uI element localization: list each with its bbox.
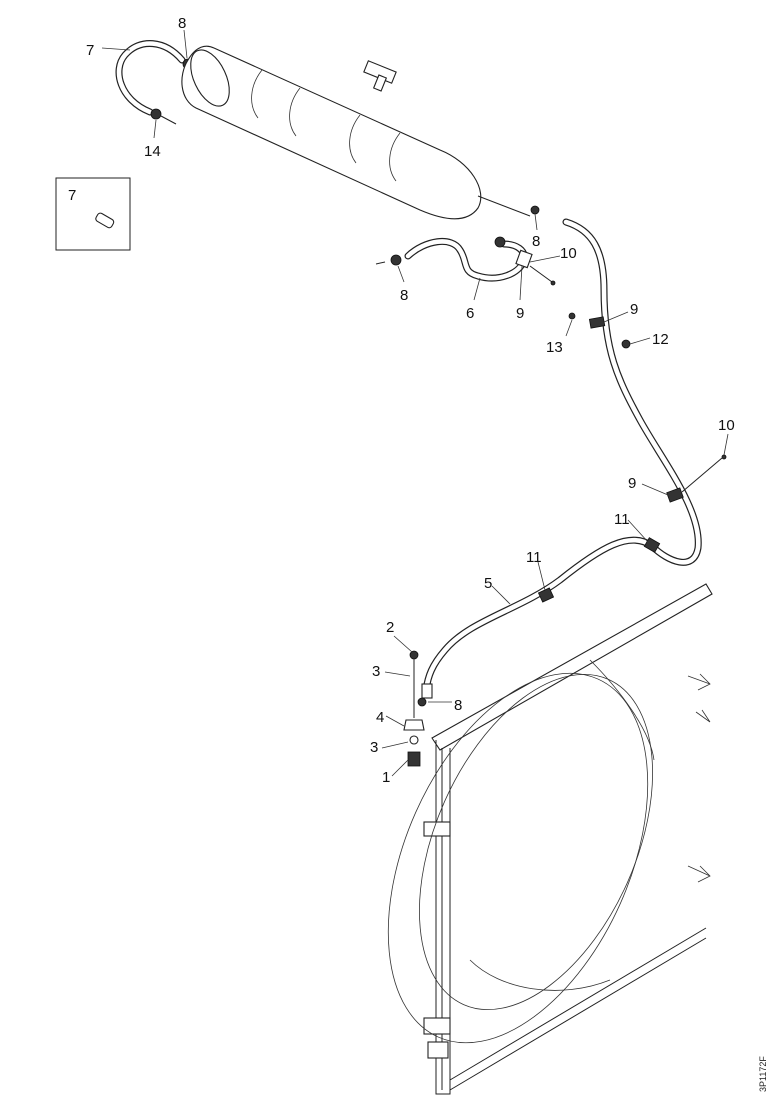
label-4: 4 xyxy=(376,709,384,726)
clamps-middle xyxy=(375,205,556,286)
hose-middle xyxy=(404,237,528,282)
label-9-right: 9 xyxy=(630,301,638,318)
label-11-right: 11 xyxy=(614,511,630,528)
label-8-top: 8 xyxy=(178,15,186,32)
hose-top-left xyxy=(115,40,186,116)
label-6: 6 xyxy=(466,305,474,322)
label-2: 2 xyxy=(386,619,394,636)
label-8-left: 8 xyxy=(400,287,408,304)
label-12: 12 xyxy=(652,331,669,348)
label-8-bottom: 8 xyxy=(454,697,462,714)
label-5: 5 xyxy=(484,575,492,592)
label-8-right: 8 xyxy=(532,233,540,250)
drawing-code: 3P1172F xyxy=(758,1056,768,1092)
label-3-top: 3 xyxy=(372,663,380,680)
inset-box xyxy=(55,177,131,251)
direction-arrows xyxy=(687,673,711,883)
label-3-bottom: 3 xyxy=(370,739,378,756)
hose-long xyxy=(422,218,702,694)
label-7-inset: 7 xyxy=(68,187,76,204)
label-7-top: 7 xyxy=(86,42,94,59)
clamps-long-hose xyxy=(417,312,727,707)
fitting-assembly xyxy=(403,650,425,767)
tank xyxy=(181,45,531,220)
leader-lines xyxy=(101,29,729,777)
label-13: 13 xyxy=(546,339,563,356)
label-1: 1 xyxy=(382,769,390,786)
label-11-left: 11 xyxy=(526,549,542,566)
label-9-lower: 9 xyxy=(628,475,636,492)
callout-labels: 7 8 14 7 8 10 8 6 9 9 13 12 10 9 11 11 5… xyxy=(68,15,735,786)
label-14: 14 xyxy=(144,143,161,160)
label-10-mid: 10 xyxy=(560,245,577,262)
label-10-lower: 10 xyxy=(718,417,735,434)
appliance-frame xyxy=(387,583,713,1095)
label-9-mid: 9 xyxy=(516,305,524,322)
